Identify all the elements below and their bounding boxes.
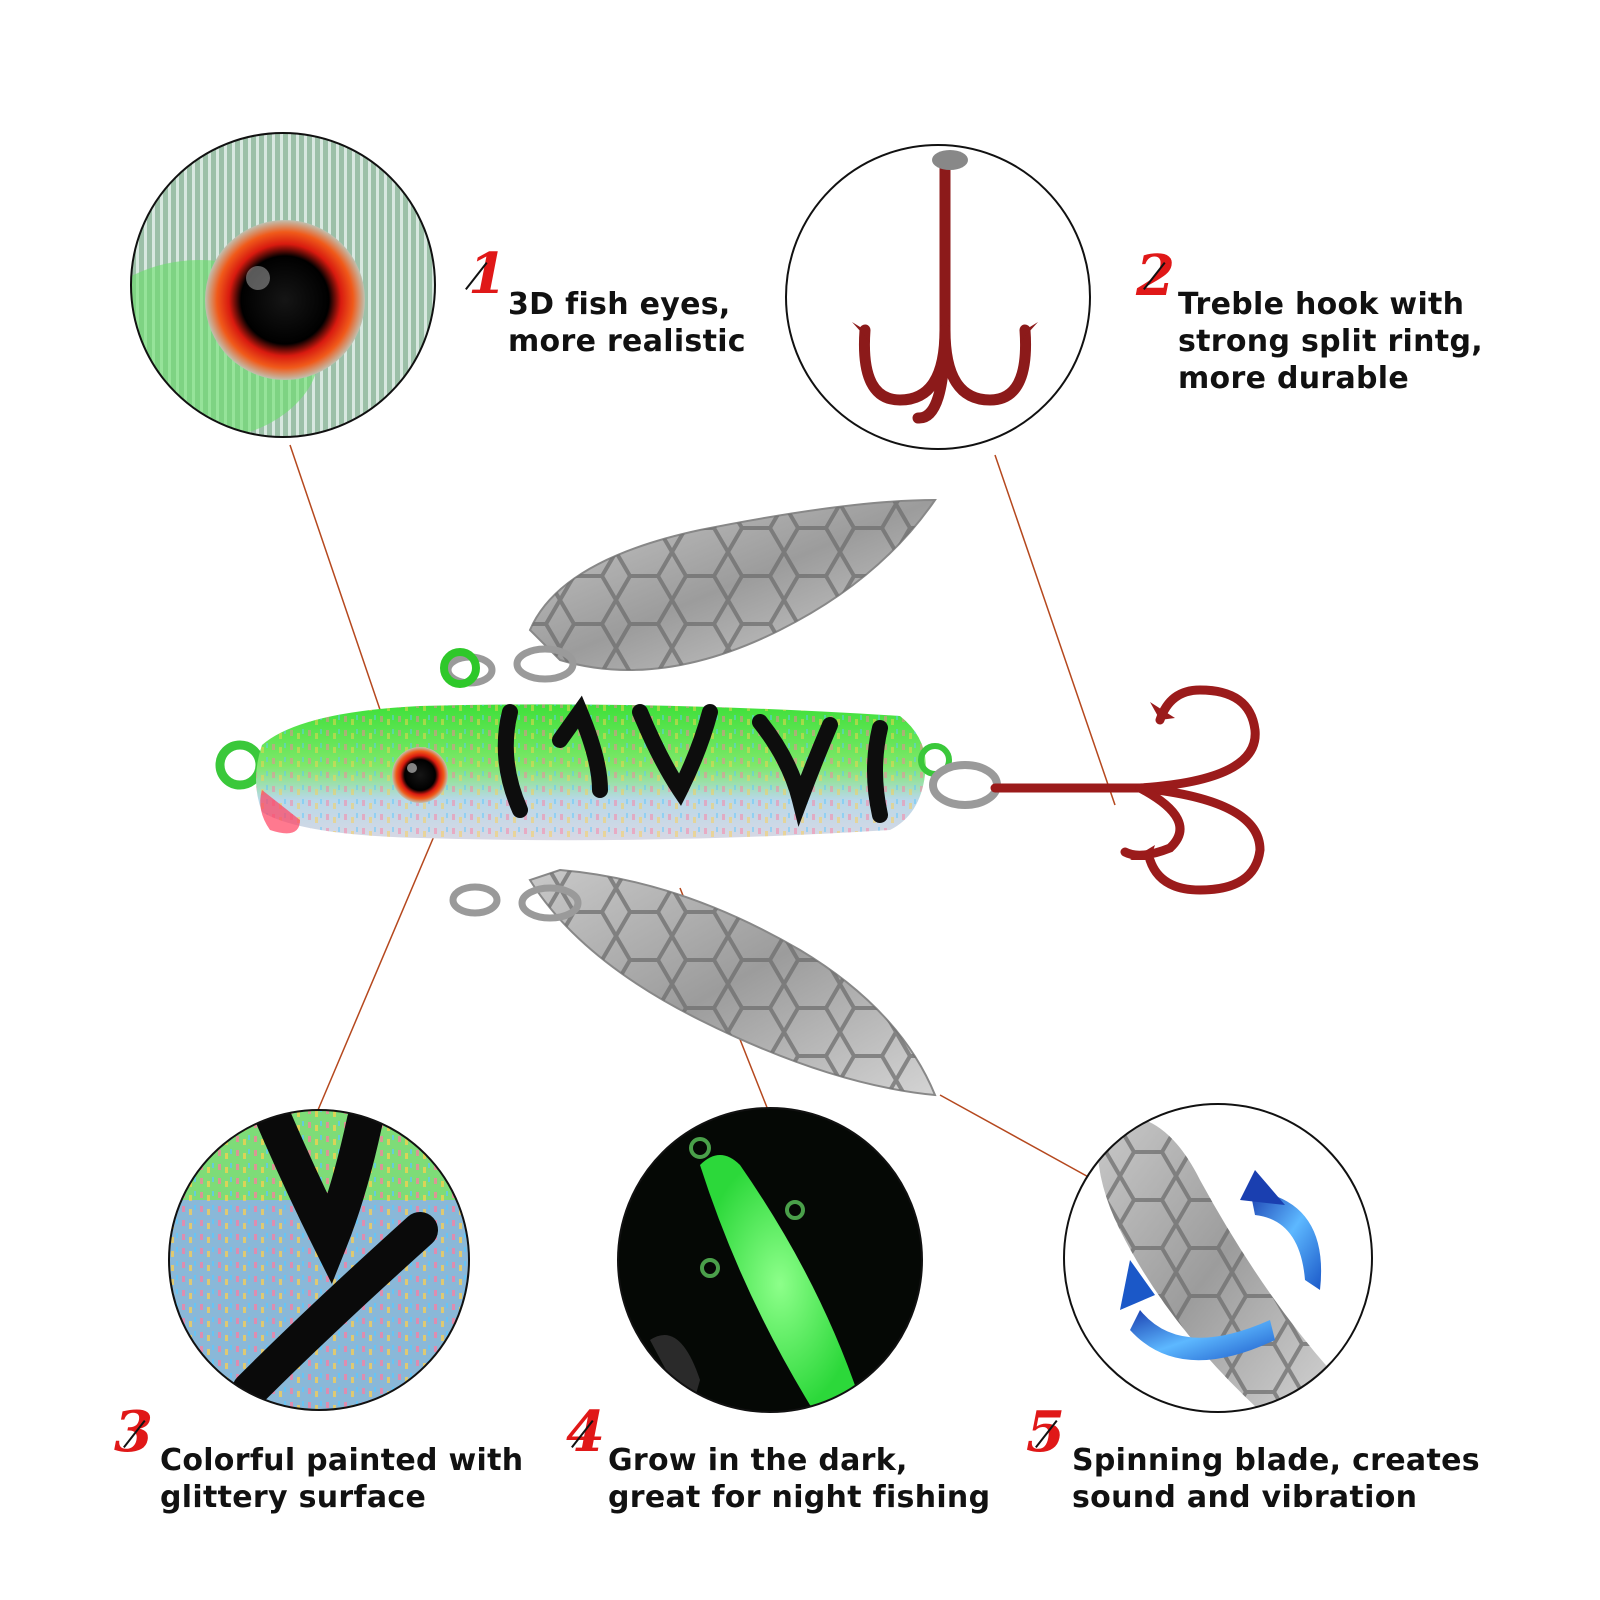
hook-closeup-circle (785, 144, 1091, 450)
feature-4-text: Grow in the dark, great for night fishin… (608, 1442, 990, 1516)
eye-closeup-circle (130, 132, 436, 438)
fishing-lure (215, 498, 1265, 1097)
feature-2-line-3: more durable (1178, 361, 1410, 396)
feature-4-number: 4 (566, 1399, 605, 1465)
surface-closeup-circle (168, 1109, 470, 1411)
feature-5-line-2: sound and vibration (1072, 1480, 1418, 1515)
feature-2-line-1: Treble hook with (1178, 287, 1465, 322)
lower-spinner-blade (528, 868, 937, 1097)
feature-5-text: Spinning blade, creates sound and vibrat… (1072, 1442, 1480, 1516)
feature-1-number: 1 (468, 241, 507, 307)
feature-4-line-2: great for night fishing (608, 1480, 991, 1515)
feature-3-line-1: Colorful painted with (160, 1443, 524, 1478)
feature-3-line-2: glittery surface (160, 1480, 427, 1515)
treble-hook (990, 685, 1265, 895)
feature-1-line-2: more realistic (508, 324, 746, 359)
feature-3-text: Colorful painted with glittery surface (160, 1442, 523, 1516)
feature-2-text: Treble hook with strong split rintg, mor… (1178, 286, 1483, 397)
blade-closeup-circle (1063, 1103, 1373, 1413)
leader-lines (289, 444, 1116, 1191)
feature-4-line-1: Grow in the dark, (608, 1443, 908, 1478)
feature-1-line-1: 3D fish eyes, (508, 287, 731, 322)
feature-5-line-1: Spinning blade, creates (1072, 1443, 1480, 1478)
glow-closeup-circle (617, 1107, 923, 1413)
leader-line-blade (939, 1094, 1113, 1191)
leader-line-eye (289, 444, 393, 746)
upper-spinner-blade (528, 498, 937, 671)
leader-line-surface (317, 821, 441, 1111)
feature-2-line-2: strong split rintg, (1178, 324, 1483, 359)
leader-line-hook (994, 454, 1116, 806)
feature-1-text: 3D fish eyes, more realistic (508, 286, 746, 360)
